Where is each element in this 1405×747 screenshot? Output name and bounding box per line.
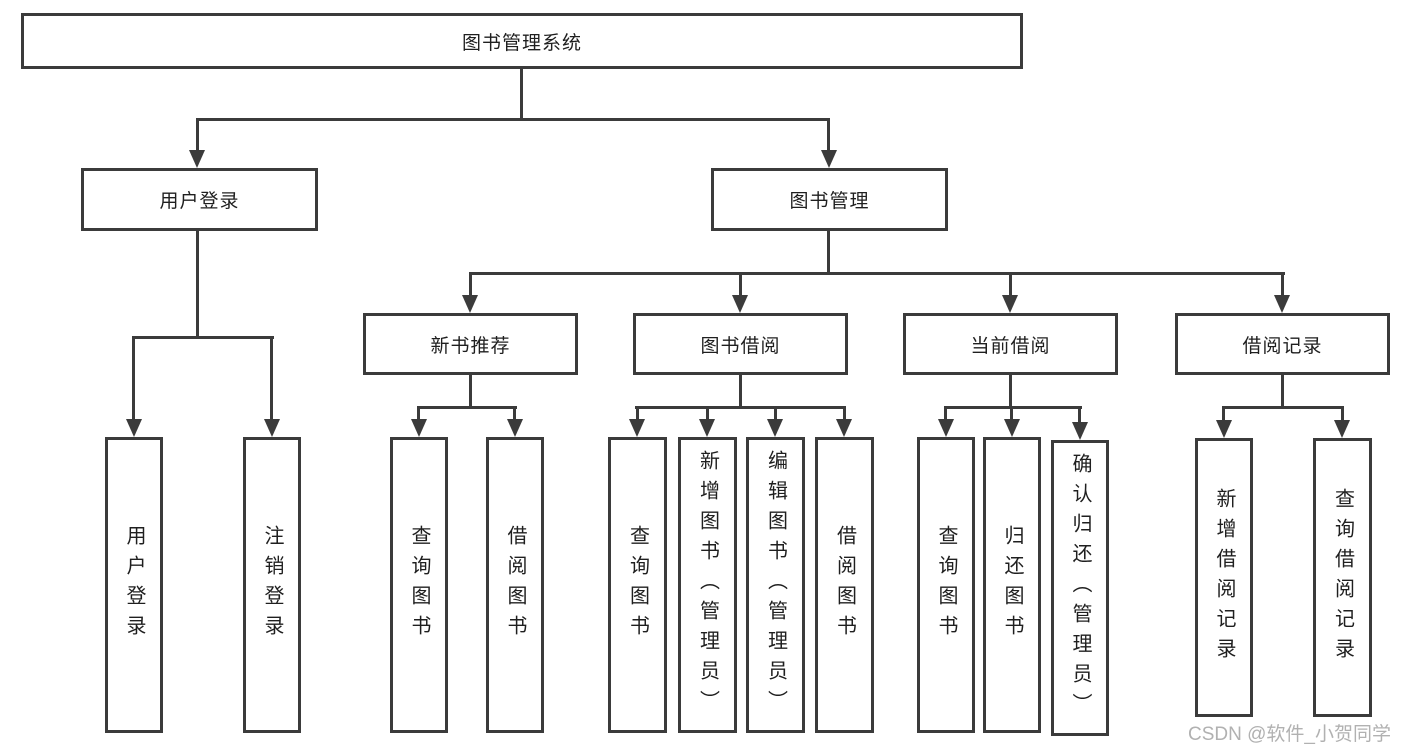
connector-line (196, 118, 199, 150)
connector-line (196, 118, 830, 121)
connector-line (1078, 406, 1081, 422)
connector-line (827, 231, 830, 272)
node-root-system: 图书管理系统 (21, 13, 1023, 69)
connector-line (944, 406, 1082, 409)
connector-line (1281, 272, 1284, 295)
connector-line (739, 375, 742, 406)
leaf-query-book-2: 查询图书 (608, 437, 667, 733)
leaf-query-book-2-label: 查询图书 (626, 525, 649, 645)
node-new-book-recommend: 新书推荐 (363, 313, 578, 375)
leaf-borrow-book-1: 借阅图书 (486, 437, 544, 733)
leaf-query-book-1-label: 查询图书 (408, 525, 430, 645)
connector-line (513, 406, 516, 419)
node-book-management: 图书管理 (711, 168, 948, 231)
connector-line (1341, 406, 1344, 420)
leaf-add-borrow-record-label: 新增借阅记录 (1213, 487, 1235, 668)
connector-line (520, 69, 523, 118)
arrow-down-icon (836, 419, 852, 437)
node-borrowing-records: 借阅记录 (1175, 313, 1390, 375)
node-current-borrowing-label: 当前借阅 (970, 335, 1051, 357)
node-book-management-label: 图书管理 (789, 191, 870, 212)
leaf-query-borrow-record: 查询借阅记录 (1313, 438, 1372, 717)
node-book-borrowing-label: 图书借阅 (700, 335, 781, 357)
node-root-label: 图书管理系统 (461, 32, 582, 54)
arrow-down-icon (629, 419, 645, 437)
connector-line (132, 336, 135, 419)
connector-line (1281, 375, 1284, 406)
node-borrowing-records-label: 借阅记录 (1242, 335, 1323, 357)
leaf-logout: 注销登录 (243, 437, 301, 733)
connector-line (827, 118, 830, 150)
arrow-down-icon (699, 419, 715, 437)
arrow-down-icon (507, 419, 523, 437)
arrow-down-icon (1216, 420, 1232, 438)
leaf-add-book-admin-label: 新增图书（管理员） (696, 450, 719, 720)
leaf-logout-label: 注销登录 (261, 525, 283, 645)
leaf-query-book-3-label: 查询图书 (935, 525, 957, 645)
connector-line (774, 406, 777, 419)
connector-line (1222, 406, 1344, 409)
leaf-edit-book-admin: 编辑图书（管理员） (746, 437, 805, 733)
arrow-down-icon (1072, 422, 1088, 440)
connector-line (270, 336, 273, 419)
arrow-down-icon (1004, 419, 1020, 437)
leaf-add-book-admin: 新增图书（管理员） (678, 437, 737, 733)
connector-line (1010, 406, 1013, 419)
leaf-borrow-book-1-label: 借阅图书 (504, 525, 526, 645)
connector-line (739, 272, 742, 295)
connector-line (1222, 406, 1225, 420)
arrow-down-icon (938, 419, 954, 437)
leaf-confirm-return-admin-label: 确认归还（管理员） (1069, 453, 1091, 723)
leaf-return-book: 归还图书 (983, 437, 1041, 733)
arrow-down-icon (821, 150, 837, 168)
leaf-edit-book-admin-label: 编辑图书（管理员） (764, 450, 787, 720)
connector-line (636, 406, 639, 419)
leaf-query-book-3: 查询图书 (917, 437, 975, 733)
connector-line (469, 272, 1285, 275)
connector-line (417, 406, 517, 409)
arrow-down-icon (264, 419, 280, 437)
leaf-user-login: 用户登录 (105, 437, 163, 733)
arrow-down-icon (767, 419, 783, 437)
arrow-down-icon (1002, 295, 1018, 313)
leaf-query-borrow-record-label: 查询借阅记录 (1331, 487, 1354, 668)
connector-line (1009, 375, 1012, 406)
node-user-login-label: 用户登录 (159, 191, 240, 212)
node-new-book-recommend-label: 新书推荐 (430, 335, 511, 357)
node-book-borrowing: 图书借阅 (633, 313, 848, 375)
connector-line (469, 272, 472, 295)
leaf-query-book-1: 查询图书 (390, 437, 448, 733)
leaf-borrow-book-2: 借阅图书 (815, 437, 874, 733)
connector-line (1009, 272, 1012, 295)
connector-line (635, 406, 846, 409)
csdn-watermark: CSDN @软件_小贺同学 (1188, 724, 1391, 745)
connector-line (944, 406, 947, 419)
arrow-down-icon (1274, 295, 1290, 313)
connector-line (469, 375, 472, 406)
leaf-confirm-return-admin: 确认归还（管理员） (1051, 440, 1109, 736)
leaf-user-login-label: 用户登录 (123, 525, 145, 645)
connector-line (132, 336, 274, 339)
leaf-return-book-label: 归还图书 (1001, 525, 1023, 645)
leaf-borrow-book-2-label: 借阅图书 (833, 525, 856, 645)
arrow-down-icon (1334, 420, 1350, 438)
arrow-down-icon (126, 419, 142, 437)
node-current-borrowing: 当前借阅 (903, 313, 1118, 375)
arrow-down-icon (462, 295, 478, 313)
leaf-add-borrow-record: 新增借阅记录 (1195, 438, 1253, 717)
arrow-down-icon (189, 150, 205, 168)
node-user-login: 用户登录 (81, 168, 318, 231)
connector-line (706, 406, 709, 419)
arrow-down-icon (411, 419, 427, 437)
connector-line (196, 231, 199, 336)
connector-line (843, 406, 846, 419)
arrow-down-icon (732, 295, 748, 313)
connector-line (417, 406, 420, 419)
